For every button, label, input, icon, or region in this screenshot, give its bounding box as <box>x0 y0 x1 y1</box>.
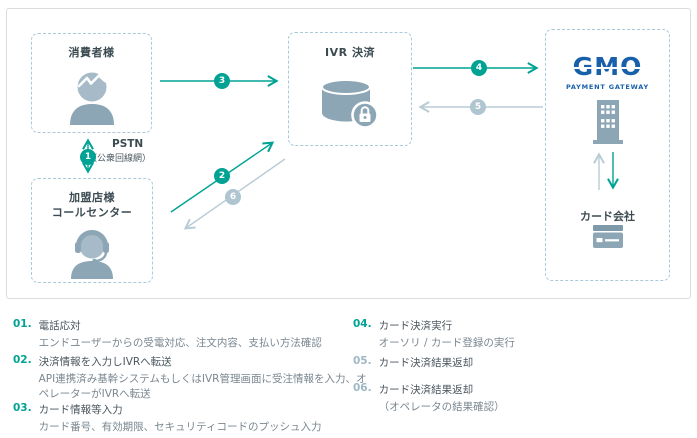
step-06-number: 06. <box>353 382 372 394</box>
step-04: 04. カード決済実行 オーソリ / カード登録の実行 <box>353 318 683 351</box>
step-02-number: 02. <box>13 354 32 366</box>
flow-badge-3: 3 <box>214 73 230 89</box>
step-03-title: カード情報等入力 <box>38 404 123 416</box>
gmo-logo: GMO <box>572 52 643 81</box>
consumer-box: 消費者様 <box>31 33 152 133</box>
step-06-desc: （オペレータの結果確認） <box>378 401 505 413</box>
step-04-title: カード決済実行 <box>378 320 453 332</box>
step-04-number: 04. <box>353 318 372 330</box>
merchant-callcenter-box: 加盟店様 コールセンター <box>31 178 153 283</box>
consumer-person-icon <box>64 67 120 129</box>
pstn-note: （公衆回線網） <box>88 154 152 164</box>
ivr-title: IVR 決済 <box>325 46 375 59</box>
operator-headset-icon <box>65 225 119 283</box>
ivr-box: IVR 決済 <box>288 32 412 146</box>
step-04-desc: オーソリ / カード登録の実行 <box>378 337 515 349</box>
credit-card-icon <box>592 225 623 252</box>
gmo-logo-subtext: PAYMENT GATEWAY <box>565 83 650 91</box>
step-03-desc: カード番号、有効期限、セキュリティコードのプッシュ入力 <box>38 421 322 433</box>
gmo-logo-stripe <box>567 67 648 69</box>
gmo-gateway-box: GMO PAYMENT GATEWAY カード会社 <box>545 29 670 281</box>
flow-badge-4: 4 <box>471 60 487 76</box>
step-05-number: 05. <box>353 355 372 367</box>
flow-badge-1: 1 <box>80 149 96 165</box>
step-01-desc: エンドユーザーからの受電対応、注文内容、支払い方法確認 <box>38 337 322 349</box>
step-01-number: 01. <box>13 318 32 330</box>
step-06: 06. カード決済結果返却 （オペレータの結果確認） <box>353 382 683 415</box>
step-03-number: 03. <box>13 402 32 414</box>
step-01-title: 電話応対 <box>38 320 81 332</box>
flow-badge-5: 5 <box>470 99 486 115</box>
flow-badge-6: 6 <box>225 189 241 205</box>
secure-database-icon <box>318 77 382 135</box>
flow-badge-2: 2 <box>214 168 230 184</box>
step-06-title: カード決済結果返却 <box>378 384 474 396</box>
merchant-title-line2: コールセンター <box>51 206 133 219</box>
step-05-title: カード決済結果返却 <box>378 357 474 369</box>
step-01: 01. 電話応対 エンドユーザーからの受電対応、注文内容、支払い方法確認 <box>13 318 373 351</box>
step-02-title: 決済情報を入力しIVRへ転送 <box>38 356 172 368</box>
pstn-label: PSTN <box>112 138 144 150</box>
consumer-title: 消費者様 <box>68 46 115 59</box>
step-02-desc: API連携済み基幹システムもしくはIVR管理画面に受注情報を入力、オペレーターが… <box>38 373 367 401</box>
step-03: 03. カード情報等入力 カード番号、有効期限、セキュリティコードのプッシュ入力 <box>13 402 373 435</box>
building-icon <box>592 100 623 148</box>
step-02: 02. 決済情報を入力しIVRへ転送 API連携済み基幹システムもしくはIVR管… <box>13 354 373 402</box>
merchant-title-line1: 加盟店様 <box>69 191 115 204</box>
step-05: 05. カード決済結果返却 <box>353 355 683 373</box>
card-company-label: カード会社 <box>580 210 635 223</box>
